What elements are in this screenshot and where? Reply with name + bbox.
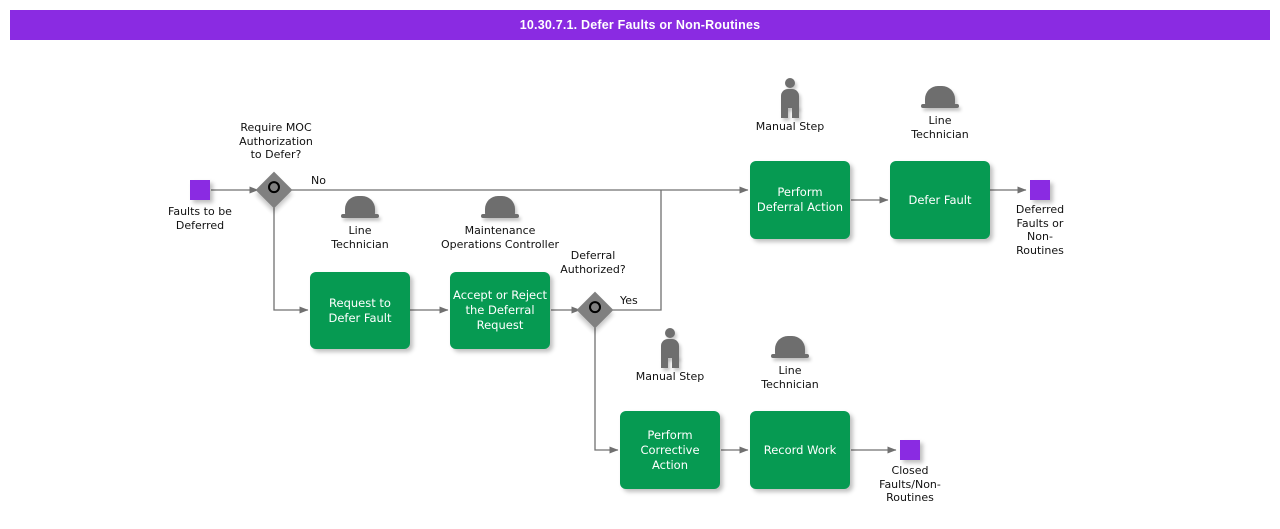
role-line-technician-defer: Line Technician: [901, 86, 979, 141]
task-request-to-defer-fault[interactable]: Request to Defer Fault: [310, 272, 410, 349]
task-perform-corrective-action[interactable]: Perform Corrective Action: [620, 411, 720, 489]
manual-step-person-icon: [657, 328, 683, 368]
role-hat-icon: [481, 196, 519, 222]
role-manual-step-deferral: Manual Step: [751, 78, 829, 134]
flow-gw2-no-to-corrective: [594, 326, 619, 454]
role-maintenance-operations-controller: Maintenance Operations Controller: [424, 196, 576, 251]
gateway-deferral-authorized[interactable]: [576, 291, 614, 329]
end-event-deferred[interactable]: [1030, 180, 1050, 200]
task-accept-or-reject-deferral-request[interactable]: Accept or Reject the Deferral Request: [450, 272, 550, 349]
end-event-closed-label: Closed Faults/Non- Routines: [879, 464, 941, 504]
gateway-inner-circle-icon: [586, 298, 604, 316]
role-hat-icon: [771, 336, 809, 362]
role-label: Line Technician: [911, 114, 969, 141]
role-hat-icon: [341, 196, 379, 222]
gateway-2-label: Deferral Authorized?: [560, 249, 626, 276]
manual-step-person-icon: [777, 78, 803, 118]
task-defer-fault[interactable]: Defer Fault: [890, 161, 990, 239]
role-manual-step-corrective: Manual Step: [631, 328, 709, 384]
role-label: Line Technician: [761, 364, 819, 391]
role-label: Manual Step: [635, 370, 705, 383]
gateway-require-moc-authorization[interactable]: [255, 171, 293, 209]
end-event-deferred-label: Deferred Faults or Non- Routines: [1015, 203, 1065, 257]
role-label: Line Technician: [331, 224, 389, 251]
task-perform-deferral-action[interactable]: Perform Deferral Action: [750, 161, 850, 239]
page-title: 10.30.7.1. Defer Faults or Non-Routines: [10, 10, 1270, 40]
role-label: Manual Step: [755, 120, 825, 133]
flow-label-gw1-no: No: [311, 174, 326, 187]
flow-gw1-yes-to-request: [273, 206, 309, 314]
role-hat-icon: [921, 86, 959, 112]
role-label: Maintenance Operations Controller: [440, 224, 560, 251]
start-event-label: Faults to be Deferred: [168, 205, 232, 232]
flow-label-gw2-yes: Yes: [620, 294, 638, 307]
task-record-work[interactable]: Record Work: [750, 411, 850, 489]
start-event[interactable]: [190, 180, 210, 200]
end-event-closed[interactable]: [900, 440, 920, 460]
role-line-technician-record: Line Technician: [751, 336, 829, 391]
gateway-inner-circle-icon: [265, 178, 283, 196]
role-line-technician-request: Line Technician: [321, 196, 399, 251]
gateway-1-label: Require MOC Authorization to Defer?: [239, 121, 313, 161]
